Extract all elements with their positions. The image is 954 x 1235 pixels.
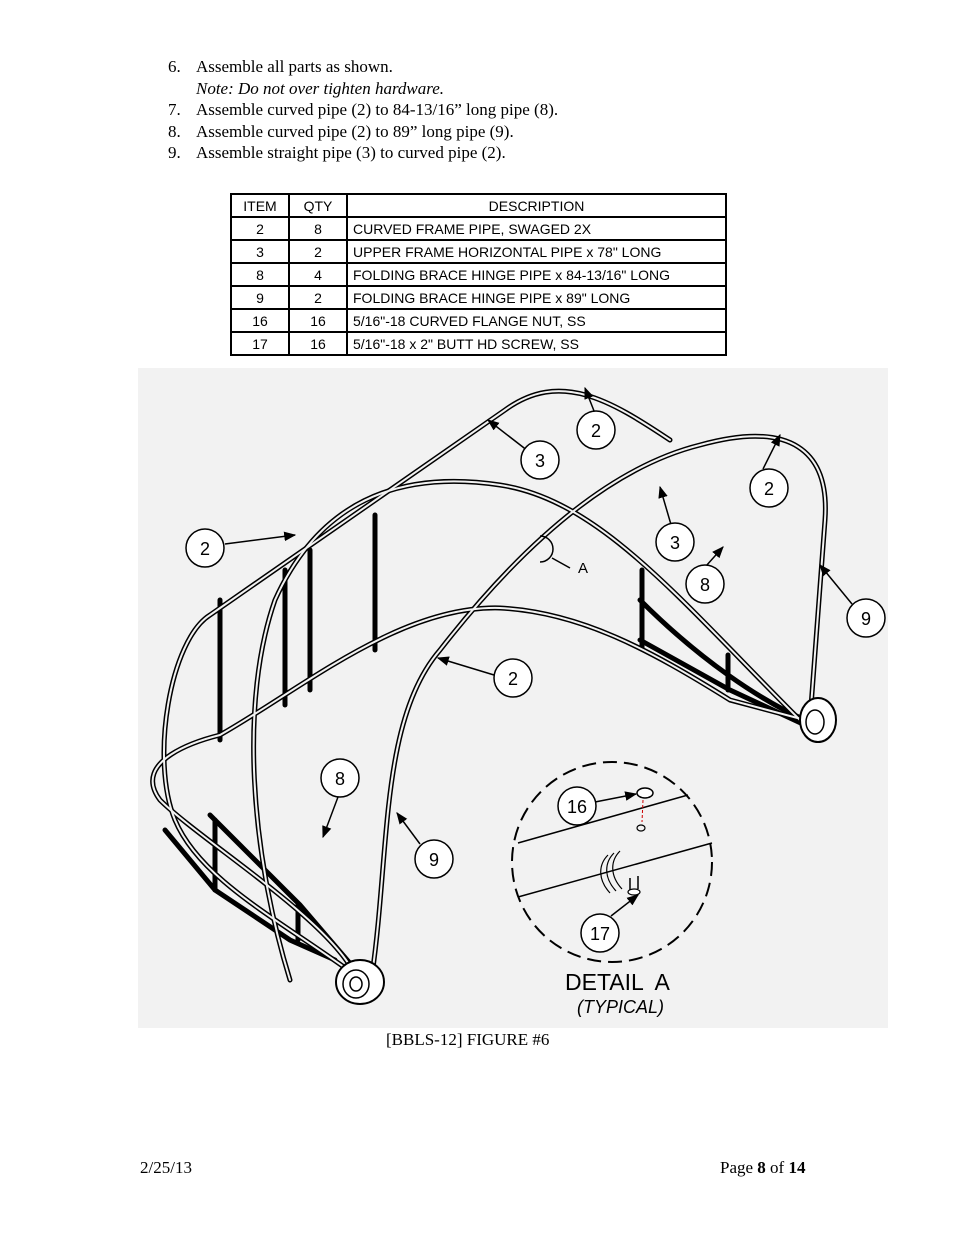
table-row: 17 16 5/16"-18 x 2" BUTT HD SCREW, SS <box>230 331 727 356</box>
step-9: 9. Assemble straight pipe (3) to curved … <box>168 142 558 164</box>
header-item: ITEM <box>230 193 290 218</box>
callout-3-top: 3 <box>520 440 560 480</box>
cell-item: 3 <box>230 239 290 264</box>
parts-table: ITEM QTY DESCRIPTION 2 8 CURVED FRAME PI… <box>230 193 727 356</box>
svg-text:8: 8 <box>335 769 345 789</box>
svg-text:3: 3 <box>535 451 545 471</box>
callout-9-right: 9 <box>846 598 886 638</box>
footer-page-number: Page 8 of 14 <box>720 1158 805 1178</box>
step-note: Note: Do not over tighten hardware. <box>196 78 445 98</box>
callout-3-right: 3 <box>655 522 695 562</box>
step-text: Assemble curved pipe (2) to 89” long pip… <box>196 121 514 141</box>
cell-item: 9 <box>230 285 290 310</box>
callout-2-right: 2 <box>749 468 789 508</box>
step-8: 8. Assemble curved pipe (2) to 89” long … <box>168 121 558 143</box>
step-text: Assemble curved pipe (2) to 84-13/16” lo… <box>196 100 559 119</box>
detail-a-label: A <box>578 560 588 577</box>
svg-text:2: 2 <box>200 539 210 559</box>
step-text: Assemble all parts as shown. <box>196 57 393 76</box>
svg-text:8: 8 <box>700 575 710 595</box>
step-text: Assemble straight pipe (3) to curved pip… <box>196 143 506 162</box>
cell-qty: 8 <box>288 216 348 241</box>
svg-text:2: 2 <box>591 421 601 441</box>
callout-9-left: 9 <box>414 839 454 879</box>
svg-text:2: 2 <box>508 669 518 689</box>
cell-item: 8 <box>230 262 290 287</box>
step-number: 8. <box>168 121 181 141</box>
frame-drawing: A 2 3 2 <box>150 386 886 1017</box>
assembly-figure: A 2 3 2 <box>138 368 888 1028</box>
cell-description: FOLDING BRACE HINGE PIPE x 89" LONG <box>346 285 727 310</box>
callout-16-detail: 16 <box>557 786 597 826</box>
frame-pipe-highlights <box>151 390 827 981</box>
cell-qty: 16 <box>288 331 348 356</box>
callout-2-center: 2 <box>493 658 533 698</box>
cell-description: UPPER FRAME HORIZONTAL PIPE x 78" LONG <box>346 239 727 264</box>
svg-text:3: 3 <box>670 533 680 553</box>
cell-qty: 16 <box>288 308 348 333</box>
step-number: 9. <box>168 143 181 162</box>
assembly-steps: 6. Assemble all parts as shown. Note: Do… <box>168 56 558 164</box>
svg-text:17: 17 <box>590 924 610 944</box>
detail-title: DETAIL A <box>565 969 670 995</box>
detail-subtitle: (TYPICAL) <box>577 997 664 1017</box>
table-row: 8 4 FOLDING BRACE HINGE PIPE x 84-13/16"… <box>230 262 727 287</box>
base-wheel-rear <box>799 697 837 743</box>
cell-description: 5/16"-18 CURVED FLANGE NUT, SS <box>346 308 727 333</box>
table-row: 2 8 CURVED FRAME PIPE, SWAGED 2X <box>230 216 727 241</box>
cell-description: FOLDING BRACE HINGE PIPE x 84-13/16" LON… <box>346 262 727 287</box>
callout-8-right: 8 <box>685 564 725 604</box>
table-row: 16 16 5/16"-18 CURVED FLANGE NUT, SS <box>230 308 727 333</box>
cell-item: 17 <box>230 331 290 356</box>
callout-leaders <box>224 386 853 917</box>
footer-date: 2/25/13 <box>140 1158 192 1177</box>
step-7: 7. Assemble curved pipe (2) to 84-13/16”… <box>168 99 558 121</box>
cell-description: 5/16"-18 x 2" BUTT HD SCREW, SS <box>346 331 727 356</box>
header-qty: QTY <box>288 193 348 218</box>
page-mid: of <box>765 1158 789 1177</box>
page-prefix: Page <box>720 1158 758 1177</box>
svg-text:9: 9 <box>861 609 871 629</box>
parts-table-header: ITEM QTY DESCRIPTION <box>230 193 727 218</box>
table-row: 9 2 FOLDING BRACE HINGE PIPE x 89" LONG <box>230 285 727 310</box>
step-number: 7. <box>168 100 181 119</box>
svg-text:2: 2 <box>764 479 774 499</box>
callout-17-detail: 17 <box>580 913 620 953</box>
cell-qty: 2 <box>288 285 348 310</box>
callout-balloons: 2 3 2 2 3 8 9 2 <box>185 410 886 953</box>
cell-qty: 4 <box>288 262 348 287</box>
frame-pipes <box>150 388 828 983</box>
page-current: 8 <box>757 1158 766 1177</box>
callout-2-top: 2 <box>576 410 616 450</box>
step-number: 6. <box>168 57 181 76</box>
svg-text:16: 16 <box>567 797 587 817</box>
cell-item: 2 <box>230 216 290 241</box>
svg-text:9: 9 <box>429 850 439 870</box>
step-6: 6. Assemble all parts as shown. <box>168 56 558 78</box>
base-wheel-front <box>335 959 385 1005</box>
table-row: 3 2 UPPER FRAME HORIZONTAL PIPE x 78" LO… <box>230 239 727 264</box>
figure-caption: [BBLS-12] FIGURE #6 <box>386 1030 550 1049</box>
callout-2-left: 2 <box>185 528 225 568</box>
cell-item: 16 <box>230 308 290 333</box>
callout-8-left: 8 <box>320 758 360 798</box>
cell-qty: 2 <box>288 239 348 264</box>
cell-description: CURVED FRAME PIPE, SWAGED 2X <box>346 216 727 241</box>
header-description: DESCRIPTION <box>346 193 727 218</box>
page-total: 14 <box>788 1158 806 1177</box>
detail-a-marker: A <box>539 535 588 577</box>
